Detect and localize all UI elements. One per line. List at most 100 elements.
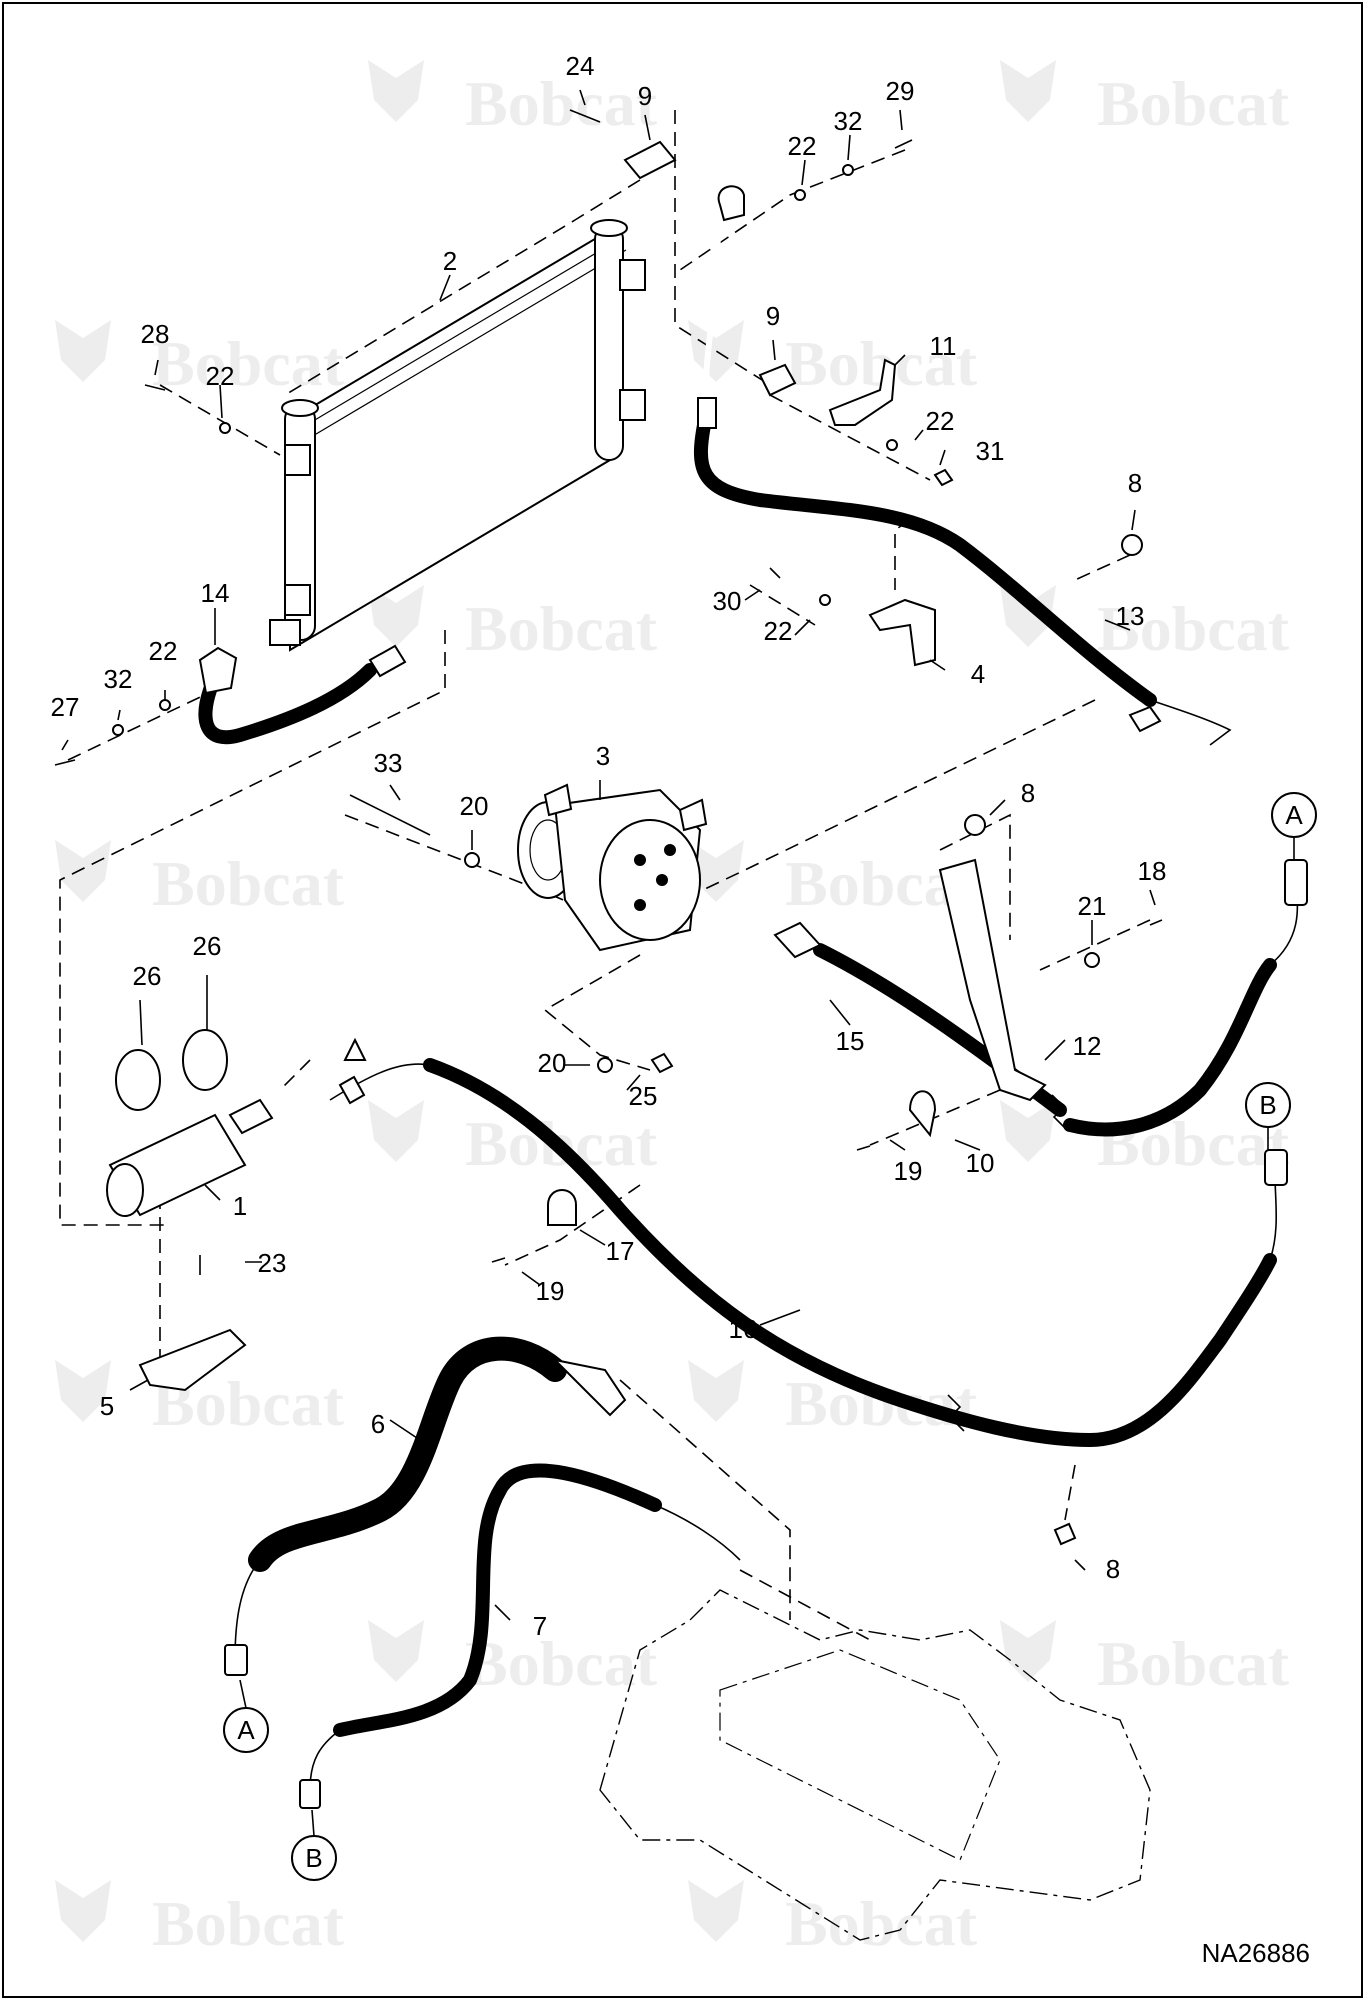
drawing-number: NA26886 bbox=[1202, 1938, 1310, 1968]
hose-15-far-section bbox=[1063, 958, 1277, 1137]
watermark-9: Bobcat bbox=[368, 1100, 658, 1179]
drier-end bbox=[106, 1163, 144, 1217]
washer-20 bbox=[597, 1057, 613, 1073]
bolt-30 bbox=[769, 567, 781, 579]
callout-c16: 16 bbox=[729, 1314, 758, 1344]
callout-c27: 27 bbox=[51, 692, 80, 722]
callout-c4: 4 bbox=[971, 659, 985, 689]
watermark-8: Bobcat bbox=[688, 840, 978, 919]
condenser-left-cap bbox=[281, 399, 319, 417]
condenser-right-cap bbox=[590, 219, 628, 237]
clip-17 bbox=[547, 1189, 577, 1226]
bolt-27 bbox=[54, 759, 76, 766]
clip-8-top bbox=[1121, 534, 1143, 556]
connector-markers bbox=[223, 792, 1317, 1881]
callout-c17: 17 bbox=[606, 1236, 635, 1266]
callout-leaders bbox=[61, 89, 1156, 1621]
callout-c32a: 32 bbox=[834, 106, 863, 136]
clips bbox=[547, 534, 1143, 1546]
dash-clip8-top bbox=[1074, 554, 1131, 581]
watermark-11: Bobcat bbox=[55, 1360, 345, 1439]
washer-22 bbox=[886, 439, 898, 451]
condenser-mount-tab bbox=[284, 584, 311, 616]
watermark-5: Bobcat bbox=[368, 585, 658, 664]
watermark-16: Bobcat bbox=[688, 1880, 978, 1959]
clip-10 bbox=[908, 1090, 937, 1138]
hose-part-15 bbox=[773, 859, 1308, 1137]
watermark-14: Bobcat bbox=[1000, 1620, 1290, 1699]
hose-part-16 bbox=[329, 1037, 1288, 1447]
drier-bracket-part-5 bbox=[138, 1328, 247, 1392]
callout-c23: 23 bbox=[258, 1248, 287, 1278]
callout-c3: 3 bbox=[596, 741, 610, 771]
callout-c30: 30 bbox=[713, 586, 742, 616]
watermark-text: Bobcat bbox=[1097, 593, 1290, 664]
dash-hose7-to-unit bbox=[739, 1569, 871, 1641]
dash-hose-to-bracket4 bbox=[894, 519, 911, 590]
callout-c31: 31 bbox=[976, 436, 1005, 466]
bolt-29 bbox=[894, 139, 913, 149]
bolt-19b bbox=[491, 1257, 506, 1263]
connector-label-ca_top: A bbox=[1285, 800, 1303, 830]
hose-16-tube bbox=[1269, 1174, 1278, 1261]
watermark-text: Bobcat bbox=[152, 328, 345, 399]
clip-9-lower bbox=[758, 363, 797, 397]
clip-8-bottom bbox=[1053, 1522, 1077, 1546]
watermark-text: Bobcat bbox=[152, 848, 345, 919]
condenser-fins bbox=[297, 239, 627, 441]
hose-part-6 bbox=[224, 1336, 627, 1676]
watermark-text: Bobcat bbox=[465, 1628, 658, 1699]
brackets-4-11 bbox=[623, 140, 936, 667]
hose-16-body bbox=[423, 1058, 1097, 1447]
dash-comp-bottom bbox=[543, 954, 651, 1071]
watermark-7: Bobcat bbox=[55, 840, 345, 919]
hose-13-nut bbox=[1128, 705, 1162, 733]
callout-c29: 29 bbox=[886, 76, 915, 106]
condenser-right-tank bbox=[594, 224, 624, 461]
callout-c21: 21 bbox=[1078, 891, 1107, 921]
compressor-part-3 bbox=[517, 783, 708, 952]
callout-c8c: 8 bbox=[1106, 1554, 1120, 1584]
hose-13-ferrule bbox=[697, 397, 717, 429]
hvac-housing-outline bbox=[599, 1589, 1151, 1941]
callout-c22e: 22 bbox=[149, 636, 178, 666]
callout-c15: 15 bbox=[836, 1026, 865, 1056]
dash-drier-fitting bbox=[279, 1059, 311, 1091]
compressor-bolt bbox=[664, 844, 676, 856]
callout-c20b: 20 bbox=[538, 1048, 567, 1078]
condenser-core bbox=[289, 228, 611, 652]
callout-c14: 14 bbox=[201, 578, 230, 608]
callout-c33: 33 bbox=[374, 748, 403, 778]
callout-c8a: 8 bbox=[1128, 468, 1142, 498]
watermark-1: Bobcat bbox=[368, 60, 658, 139]
dash-clip10 bbox=[869, 1089, 1001, 1146]
compressor-bolt bbox=[634, 854, 646, 866]
hose-6-fitting bbox=[551, 1358, 627, 1417]
dash-bolt27 bbox=[67, 689, 216, 761]
watermark-text: Bobcat bbox=[465, 593, 658, 664]
bolt-28 bbox=[144, 384, 166, 391]
hose-14-body bbox=[198, 663, 377, 745]
hose-15-end-fitting bbox=[1284, 859, 1308, 906]
hvac-housing bbox=[599, 1589, 1151, 1941]
callout-c32b: 32 bbox=[104, 664, 133, 694]
callout-c22d: 22 bbox=[764, 616, 793, 646]
watermark-text: Bobcat bbox=[465, 68, 658, 139]
condenser-mount-tab bbox=[619, 259, 646, 291]
callout-c28: 28 bbox=[141, 319, 170, 349]
watermark-3: Bobcat bbox=[55, 320, 345, 399]
bolt-33 bbox=[349, 794, 431, 836]
bracket-12-plate bbox=[938, 858, 1047, 1102]
washer-22 bbox=[819, 594, 831, 606]
callout-c22a: 22 bbox=[788, 131, 817, 161]
callout-c26b: 26 bbox=[193, 931, 222, 961]
watermark-13: Bobcat bbox=[368, 1620, 658, 1699]
callout-c9a: 9 bbox=[638, 81, 652, 111]
dash-clip8-bottom bbox=[1064, 1464, 1076, 1521]
callout-c25: 25 bbox=[629, 1081, 658, 1111]
callout-c19a: 19 bbox=[894, 1156, 923, 1186]
washer-32 bbox=[112, 724, 124, 736]
condenser-mount-tab bbox=[619, 389, 646, 421]
